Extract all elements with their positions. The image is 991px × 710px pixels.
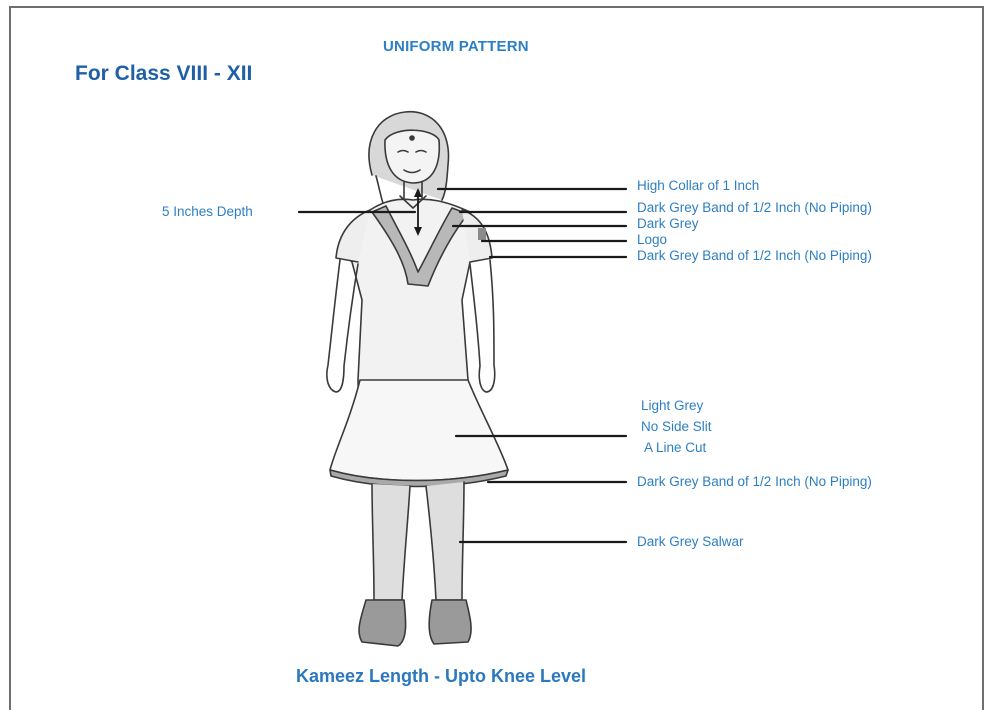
logo-patch [478, 228, 486, 240]
left-shoe [359, 600, 406, 646]
label-high-collar: High Collar of 1 Inch [637, 178, 759, 193]
label-no-side-slit: No Side Slit [641, 419, 712, 434]
label-light-grey: Light Grey [641, 398, 703, 413]
right-shoe [429, 600, 471, 644]
label-logo: Logo [637, 232, 667, 247]
right-arm [470, 260, 495, 392]
kameez-skirt [330, 380, 508, 481]
left-arm [327, 260, 358, 392]
label-depth: 5 Inches Depth [162, 204, 253, 219]
label-a-line-cut: A Line Cut [644, 440, 706, 455]
label-dark-grey: Dark Grey [637, 216, 699, 231]
diagram-title: UNIFORM PATTERN [383, 38, 529, 55]
salwar [372, 482, 464, 600]
kameez-length-note: Kameez Length - Upto Knee Level [296, 666, 586, 687]
class-range-label: For Class VIII - XII [75, 62, 252, 86]
label-neck-band: Dark Grey Band of 1/2 Inch (No Piping) [637, 200, 872, 215]
label-sleeve-band: Dark Grey Band of 1/2 Inch (No Piping) [637, 248, 872, 263]
label-salwar: Dark Grey Salwar [637, 534, 744, 549]
label-hem-band: Dark Grey Band of 1/2 Inch (No Piping) [637, 474, 872, 489]
